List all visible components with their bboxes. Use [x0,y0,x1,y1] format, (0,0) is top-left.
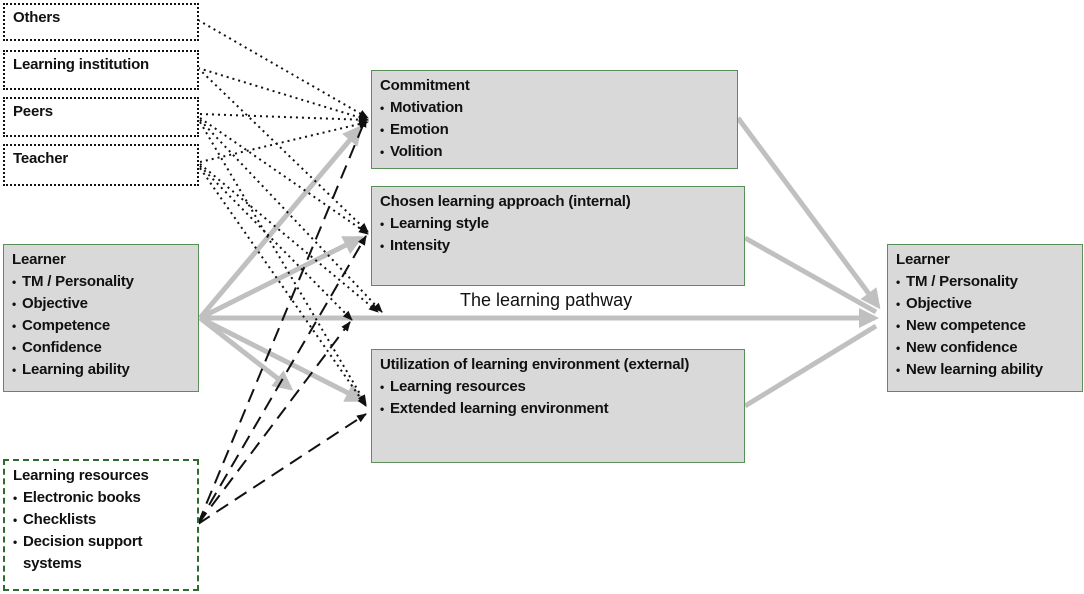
dotted-teacher-utilization [199,167,367,407]
learner-right-list: TM / Personality Objective New competenc… [896,271,1074,381]
list-item: Intensity [380,235,736,257]
learning-resources-list: Electronic books Checklists Decision sup… [13,487,189,575]
commitment-list: Motivation Emotion Volition [380,97,729,163]
learner-left-list: TM / Personality Objective Competence Co… [12,271,190,381]
dashed-resources-commitment [197,117,367,525]
dotted-teacher-pathway [199,163,379,313]
arrow-approach-to-learner [743,235,878,315]
learning-resources-title: Learning resources [13,467,149,484]
dotted-peers-pathway [199,119,383,313]
arrow-commitment-to-learner [735,116,881,310]
dotted-peers-approach [199,117,369,235]
learner-left-title: Learner [12,251,66,268]
arrow-learner-to-approach [198,235,364,321]
dashed-resources-utilization [197,413,367,525]
arrow-utilization-to-learner [743,323,878,409]
box-commitment: Commitment Motivation Emotion Volition [371,70,738,169]
dotted-teacher-commitment [199,120,369,163]
box-utilization-learning-environment: Utilization of learning environment (ext… [371,349,745,463]
utilization-list: Learning resources Extended learning env… [380,376,736,420]
box-others-label: Others [13,9,61,26]
dotted-arrows [197,19,383,407]
list-item: Objective [896,293,1074,315]
dotted-others-commitment [197,19,369,119]
box-teacher-label: Teacher [13,150,69,167]
dotted-teacher-pathway-2 [199,165,353,321]
list-item: Competence [12,315,190,337]
list-item: Volition [380,141,729,163]
box-learning-institution-label: Learning institution [13,56,149,73]
list-item: Confidence [12,337,190,359]
list-item: New learning ability [896,359,1074,381]
dashed-resources-approach [197,235,367,525]
list-item: Learning ability [12,359,190,381]
arrow-learner-to-utilization [198,315,366,403]
dashed-arrows [197,117,367,525]
list-item: TM / Personality [896,271,1074,293]
box-learner-left: Learner TM / Personality Objective Compe… [3,244,199,392]
utilization-title: Utilization of learning environment (ext… [380,356,690,373]
list-item: Motivation [380,97,729,119]
list-item: New competence [896,315,1074,337]
box-others: Others [3,3,199,41]
grey-arrows [198,116,881,409]
list-item: Objective [12,293,190,315]
list-item: Decision support systems [13,531,189,575]
list-item: Checklists [13,509,189,531]
box-teacher: Teacher [3,144,199,186]
dotted-peers-commitment [199,113,369,124]
box-peers-label: Peers [13,103,53,120]
list-item: Emotion [380,119,729,141]
box-learning-resources: Learning resources Electronic books Chec… [3,459,199,591]
commitment-title: Commitment [380,77,470,94]
list-item: New confidence [896,337,1074,359]
box-chosen-learning-approach: Chosen learning approach (internal) Lear… [371,186,745,286]
box-learning-institution: Learning institution [3,50,199,90]
list-item: TM / Personality [12,271,190,293]
dashed-resources-pathway [197,321,351,525]
chosen-approach-title: Chosen learning approach (internal) [380,193,631,210]
learner-right-title: Learner [896,251,950,268]
list-item: Learning resources [380,376,736,398]
arrow-learner-to-commitment [198,124,363,320]
learning-pathway-label: The learning pathway [460,290,633,310]
list-item: Learning style [380,213,736,235]
list-item: Extended learning environment [380,398,736,420]
box-peers: Peers [3,97,199,137]
box-learner-right: Learner TM / Personality Objective New c… [887,244,1083,392]
dotted-peers-utilization [199,121,367,405]
arrow-learner-to-lower [198,316,294,391]
dotted-institution-commitment [197,67,369,122]
list-item: Electronic books [13,487,189,509]
chosen-approach-list: Learning style Intensity [380,213,736,257]
